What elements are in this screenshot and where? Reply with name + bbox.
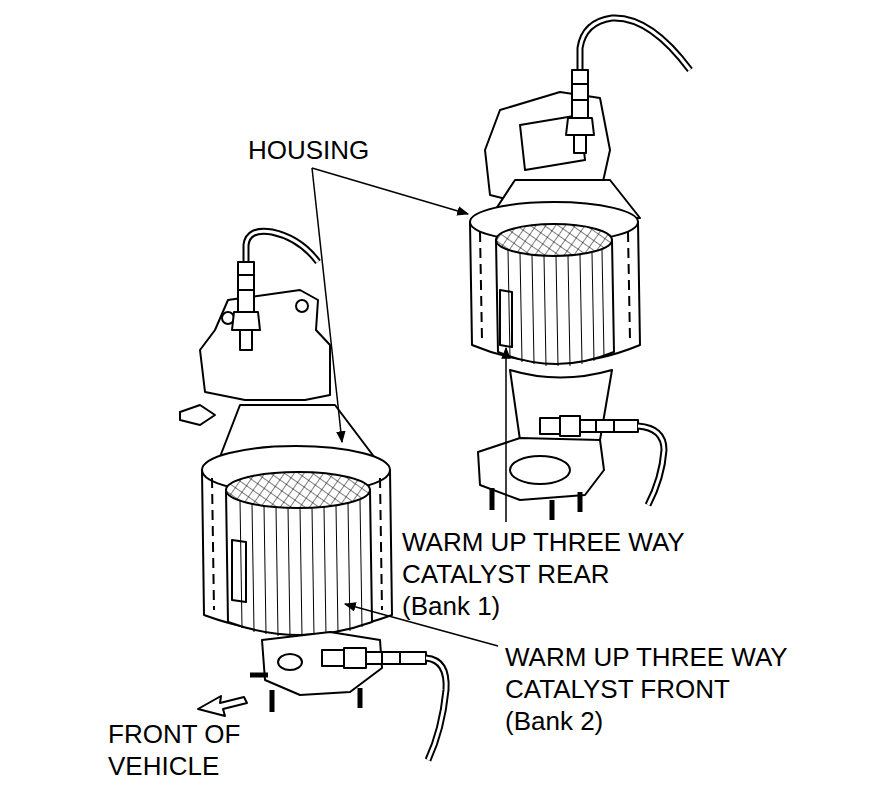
part-label: WARM UP THREE WAY CATALYST FRONT: [505, 641, 865, 705]
rear-converter: [532, 255, 534, 364]
front-converter: [300, 507, 302, 637]
front-converter: [426, 658, 446, 760]
rear-converter: [520, 253, 522, 362]
front-converter: [240, 500, 242, 628]
rear-converter: [500, 290, 512, 347]
front-converter: [348, 503, 350, 631]
rear-converter: [580, 18, 690, 70]
rear-converter: [566, 118, 594, 135]
front-converter: [232, 540, 246, 602]
rear-converter: [550, 500, 555, 520]
front-converter: [180, 231, 446, 760]
front-converter: [380, 478, 382, 610]
front-converter: [240, 330, 252, 350]
leader-lines: [505, 348, 507, 522]
leader-lines: [312, 168, 342, 442]
part-label: HOUSING: [248, 134, 448, 166]
rear-converter: [480, 232, 482, 340]
rear-converter: [508, 250, 604, 366]
rear-converter: [544, 256, 546, 366]
rear-converter: [595, 420, 597, 432]
front-converter: [344, 648, 366, 668]
part-label: WARM UP THREE WAY CATALYST REAR: [402, 526, 782, 590]
rear-converter: [613, 420, 615, 432]
front-converter: [322, 650, 344, 666]
front-converter: [288, 507, 290, 637]
front-converter: [250, 673, 268, 678]
rear-converter: [510, 456, 570, 484]
rear-converter: [490, 488, 495, 510]
front-converter: [212, 478, 214, 610]
part-label: (Bank 1): [402, 590, 602, 622]
front-converter: [336, 505, 338, 634]
rear-converter: [574, 135, 586, 153]
part-label: FRONT OF VEHICLE: [108, 718, 258, 782]
rear-converter: [572, 99, 588, 101]
front-converter: [240, 500, 362, 637]
front-converter: [312, 507, 314, 637]
front-converter: [238, 262, 254, 312]
front-converter: [238, 274, 254, 276]
front-converter: [270, 690, 275, 712]
front-converter: [246, 231, 318, 262]
front-converter: [262, 632, 382, 695]
rear-converter: [560, 416, 580, 436]
front-converter: [264, 505, 266, 634]
leader-lines: [312, 168, 468, 214]
rear-converter: [510, 370, 612, 440]
rear-converter: [540, 418, 560, 434]
rear-converter: [556, 256, 558, 366]
front-converter: [246, 231, 318, 262]
front-converter: [252, 503, 254, 632]
front-converter: [399, 652, 401, 664]
rear-converter: [602, 250, 604, 357]
front-converter: [381, 652, 383, 664]
rear-converter: [638, 426, 664, 505]
front-converter: [358, 688, 363, 708]
front-converter: [200, 290, 330, 400]
front-converter: [226, 472, 370, 508]
front-converter: [180, 405, 215, 425]
rear-converter: [580, 420, 638, 432]
front-converter: [366, 652, 426, 664]
rear-converter: [508, 250, 510, 358]
front-converter: [232, 312, 260, 330]
rear-converter: [572, 70, 588, 118]
front-converter: [296, 300, 308, 312]
rear-converter: [628, 232, 630, 340]
rear-converter: [580, 18, 690, 70]
rear-converter: [572, 83, 588, 85]
rear-converter: [592, 253, 594, 361]
rear-converter: [496, 224, 612, 256]
rear-converter: [578, 492, 583, 512]
rear-converter: [470, 18, 690, 520]
front-converter: [426, 658, 446, 760]
front-converter: [238, 289, 254, 291]
rear-converter: [478, 438, 604, 500]
rear-converter: [568, 256, 570, 366]
direction-arrow: [198, 696, 247, 716]
front-converter: [226, 490, 372, 635]
front-converter: [278, 654, 302, 670]
front-converter: [324, 506, 326, 636]
rear-converter: [580, 255, 582, 364]
part-label: (Bank 2): [505, 705, 705, 737]
front-converter: [276, 506, 278, 636]
rear-converter: [496, 240, 614, 364]
rear-converter: [638, 426, 664, 505]
